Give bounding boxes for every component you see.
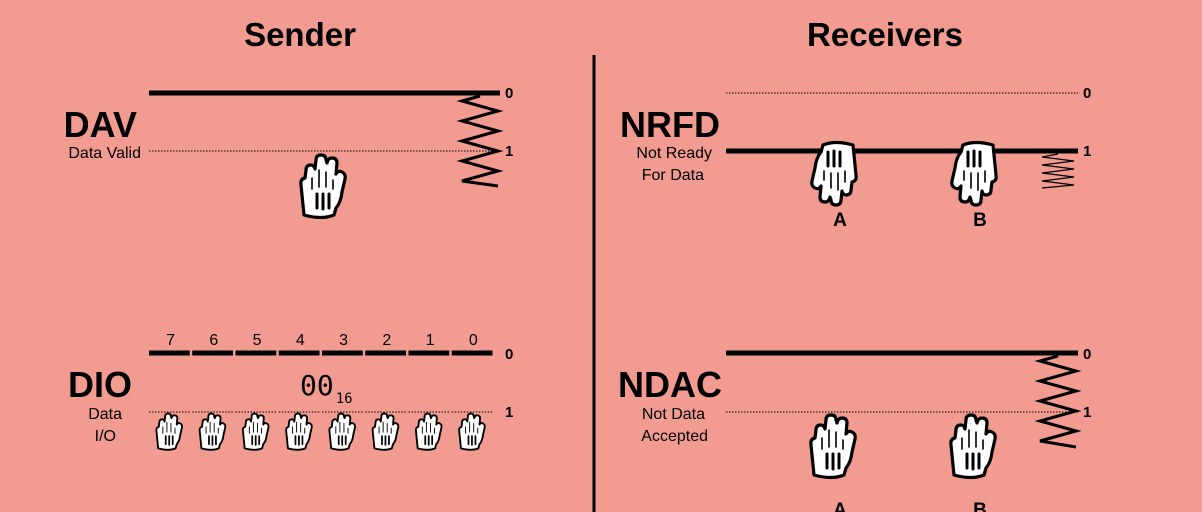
- dio-label: DIO: [68, 364, 132, 405]
- dio-description-line2: I/O: [95, 428, 116, 445]
- dio-bit-label: 4: [296, 332, 305, 349]
- dio-bit-glove-icon: [371, 412, 400, 451]
- ndac-label: NDAC: [618, 364, 722, 405]
- dio-value-base: 16: [336, 391, 353, 407]
- nrfd-description-line1: Not Ready: [636, 145, 712, 162]
- dav-label: DAV: [64, 104, 137, 145]
- dio-value-number: 00: [300, 369, 334, 402]
- dio-bit-label: 1: [426, 332, 435, 349]
- dav-signal: DAV Data Valid 0 1: [64, 85, 513, 220]
- ndac-receiver-a-glove-icon: [809, 413, 857, 480]
- sender-dav-glove-icon: [299, 153, 347, 220]
- dio-bit-label: 0: [469, 332, 478, 349]
- nrfd-level-1: 1: [1083, 143, 1091, 160]
- ndac-receiver-b-glove-icon: [949, 413, 997, 480]
- dio-bit-glove-icon: [155, 412, 184, 451]
- nrfd-label: NRFD: [620, 104, 720, 145]
- dio-bit-label: 3: [339, 332, 348, 349]
- dav-level-1: 1: [505, 143, 513, 160]
- dio-bit-glove-icon: [285, 412, 313, 451]
- receivers-title: Receivers: [807, 16, 963, 53]
- ndac-receiver-b-label: B: [973, 500, 987, 512]
- ndac-level-0: 0: [1083, 346, 1091, 363]
- dio-description-line1: Data: [88, 406, 122, 423]
- dio-bit-label: 5: [253, 332, 262, 349]
- dio-level-1: 1: [505, 404, 513, 421]
- dio-bit-glove-icon: [241, 412, 270, 451]
- ndac-pullup-spring: [1034, 354, 1082, 449]
- dav-description: Data Valid: [68, 145, 141, 162]
- nrfd-receiver-a-label: A: [833, 210, 847, 231]
- dio-level-0: 0: [505, 346, 513, 363]
- ndac-signal: NDAC Not Data Accepted 0 1 A B: [618, 346, 1091, 512]
- dio-bit-glove-icon: [414, 412, 443, 451]
- dio-bit-lines: 7 6 5 4 3 2 1 0: [149, 332, 493, 451]
- ndac-receiver-a-label: A: [833, 500, 847, 512]
- dio-bit-label: 7: [166, 332, 175, 349]
- ndac-level-1: 1: [1083, 404, 1091, 421]
- nrfd-signal: NRFD Not Ready For Data 0 1 A B: [620, 85, 1091, 231]
- nrfd-description-line2: For Data: [642, 167, 704, 184]
- dio-bit-label: 2: [382, 332, 391, 349]
- nrfd-compressed-spring: [1041, 153, 1075, 189]
- dio-bit-glove-icon: [458, 412, 486, 451]
- dav-pullup-spring: [456, 94, 504, 188]
- nrfd-level-0: 0: [1083, 85, 1091, 102]
- ndac-description-line2: Accepted: [641, 428, 708, 445]
- ndac-description-line1: Not Data: [642, 406, 705, 423]
- sender-title: Sender: [244, 16, 356, 53]
- nrfd-receiver-b-label: B: [973, 210, 987, 231]
- dio-bit-glove-icon: [328, 412, 357, 451]
- dio-bit-label: 6: [209, 332, 218, 349]
- dav-level-0: 0: [505, 85, 513, 102]
- dio-bit-glove-icon: [198, 412, 227, 451]
